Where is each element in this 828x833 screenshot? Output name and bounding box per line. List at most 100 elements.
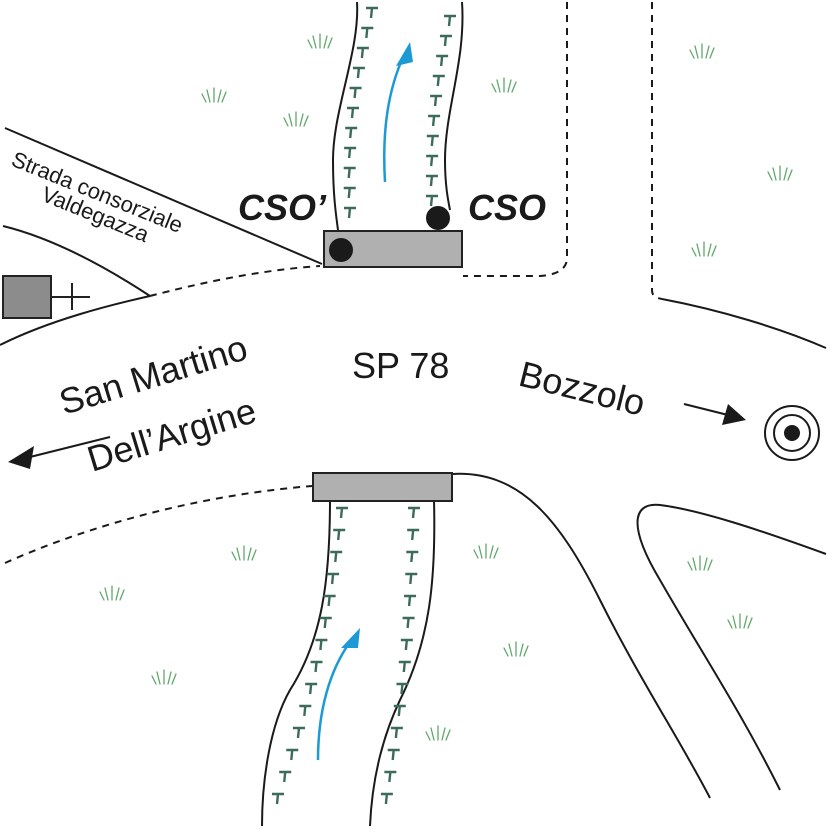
- bank-tick-icon: [384, 770, 397, 783]
- grass-tufts: [99, 33, 793, 741]
- road-network: [0, 2, 827, 799]
- flow-arrow-head-icon: [341, 628, 360, 648]
- bank-tick-icon: [356, 46, 369, 59]
- canal-north-bank-ticks: [343, 6, 456, 219]
- bank-tick-icon: [439, 34, 452, 47]
- grass-tuft-icon: [201, 87, 227, 103]
- grass-tuft-icon: [99, 585, 125, 601]
- target-marker-icon: [764, 405, 820, 461]
- bank-tick-icon: [444, 14, 456, 27]
- bank-tick-icon: [407, 528, 420, 541]
- grass-tuft-icon: [473, 543, 499, 559]
- bank-tick-icon: [319, 616, 332, 629]
- grass-tuft-icon: [691, 241, 717, 257]
- bank-tick-icon: [426, 154, 439, 167]
- grass-tuft-icon: [307, 33, 333, 49]
- bank-tick-icon: [402, 616, 415, 629]
- bank-tick-icon: [361, 26, 374, 39]
- bank-tick-icon: [352, 66, 365, 79]
- flow-arrow-head-icon: [396, 42, 413, 66]
- bank-tick-icon: [349, 86, 362, 99]
- grass-tuft-icon: [283, 111, 309, 127]
- grass-tuft-icon: [767, 165, 793, 181]
- bank-tick-icon: [333, 528, 346, 541]
- bank-tick-icon: [430, 94, 443, 107]
- canal-south-bank-east: [369, 499, 436, 827]
- north-road-edge-west: [463, 2, 568, 277]
- grass-tuft-icon: [491, 77, 517, 93]
- bank-tick-icon: [380, 792, 393, 805]
- bank-tick-icon: [299, 704, 312, 717]
- canal-south-bank-west: [261, 499, 331, 827]
- bank-tick-icon: [279, 770, 292, 783]
- bank-tick-icon: [408, 506, 420, 519]
- canal-north-bank-west: [331, 1, 359, 231]
- direction-arrow-icon: [8, 436, 111, 469]
- bank-tick-icon: [343, 186, 356, 199]
- sp78-centerline-west-upper: [149, 265, 321, 297]
- label-cso-prime: CSO’: [238, 187, 327, 228]
- strada-consorziale-edge-upper: [4, 127, 323, 265]
- strada-consorziale-edge-lower: [2, 225, 151, 297]
- bank-tick-icon: [336, 506, 348, 519]
- bank-tick-icon: [343, 166, 356, 179]
- flow-arrow-icon: [383, 54, 406, 183]
- south-east-road-edge-east: [636, 503, 827, 791]
- grass-tuft-icon: [425, 725, 451, 741]
- bank-tick-icon: [428, 114, 441, 127]
- south-east-road-edge-west: [451, 472, 711, 799]
- bank-tick-icon: [398, 660, 411, 673]
- bank-tick-icon: [271, 792, 284, 805]
- sp78-edge-west-lower: [4, 485, 313, 564]
- grass-tuft-icon: [151, 669, 177, 685]
- grass-tuft-icon: [687, 555, 713, 571]
- canal-north: [331, 1, 464, 231]
- bank-tick-icon: [425, 174, 438, 187]
- bank-tick-icon: [390, 726, 403, 739]
- outlet-dot-icon: [329, 238, 353, 262]
- canal-south: [261, 499, 436, 827]
- grass-tuft-icon: [689, 43, 715, 59]
- label-cso: CSO: [468, 187, 546, 228]
- flow-arrow-icon: [316, 641, 352, 761]
- bank-tick-icon: [406, 550, 419, 563]
- bank-tick-icon: [436, 54, 449, 67]
- bank-tick-icon: [305, 682, 318, 695]
- bank-tick-icon: [405, 572, 418, 585]
- canal-north-bank-east: [443, 1, 464, 211]
- bank-tick-icon: [315, 638, 328, 651]
- bank-tick-icon: [400, 638, 413, 651]
- bank-tick-icon: [292, 726, 305, 739]
- sp78-edge-west-upper: [0, 295, 151, 346]
- bank-tick-icon: [330, 550, 343, 563]
- bank-tick-icon: [426, 134, 439, 147]
- label-sp78: SP 78: [352, 345, 449, 386]
- canal-south-bank-ticks: [271, 506, 420, 805]
- building-icon: [2, 275, 90, 319]
- east-road-edge-upper: [661, 298, 827, 349]
- bank-tick-icon: [310, 660, 323, 673]
- bank-tick-icon: [286, 748, 299, 761]
- grass-tuft-icon: [727, 613, 753, 629]
- bank-tick-icon: [404, 594, 417, 607]
- grass-tuft-icon: [231, 545, 257, 561]
- direction-arrow-icon: [683, 403, 746, 425]
- bank-tick-icon: [347, 106, 359, 119]
- label-bozzolo: Bozzolo: [515, 353, 649, 424]
- bridge-south: [312, 472, 453, 502]
- bank-tick-icon: [345, 126, 358, 139]
- bank-tick-icon: [426, 194, 438, 207]
- bank-tick-icon: [396, 682, 409, 695]
- bank-tick-icon: [344, 146, 357, 159]
- bank-tick-icon: [366, 6, 378, 19]
- bank-tick-icon: [387, 748, 400, 761]
- bank-tick-icon: [323, 594, 336, 607]
- bank-tick-icon: [432, 74, 445, 87]
- bank-tick-icon: [344, 206, 356, 219]
- grass-tuft-icon: [503, 641, 529, 657]
- north-road-edge-east: [651, 2, 663, 300]
- bank-tick-icon: [393, 704, 406, 717]
- outlet-dot-icon: [426, 206, 450, 230]
